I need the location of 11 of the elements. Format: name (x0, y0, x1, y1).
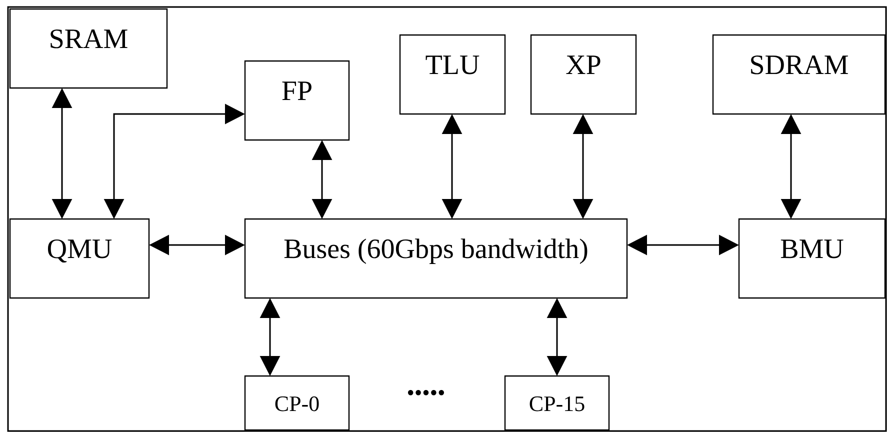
ellipsis-dots: ••••• (408, 390, 444, 396)
component-box: SRAM (9, 8, 168, 89)
component-box: TLU (399, 34, 506, 115)
component-box: FP (244, 60, 350, 141)
component-box: XP (530, 34, 637, 115)
component-box: CP-15 (504, 375, 610, 431)
component-box: SDRAM (712, 34, 886, 115)
component-box: CP-0 (244, 375, 350, 431)
component-box: BMU (738, 218, 886, 299)
component-box: Buses (60Gbps bandwidth) (244, 218, 628, 299)
component-box: QMU (9, 218, 150, 299)
